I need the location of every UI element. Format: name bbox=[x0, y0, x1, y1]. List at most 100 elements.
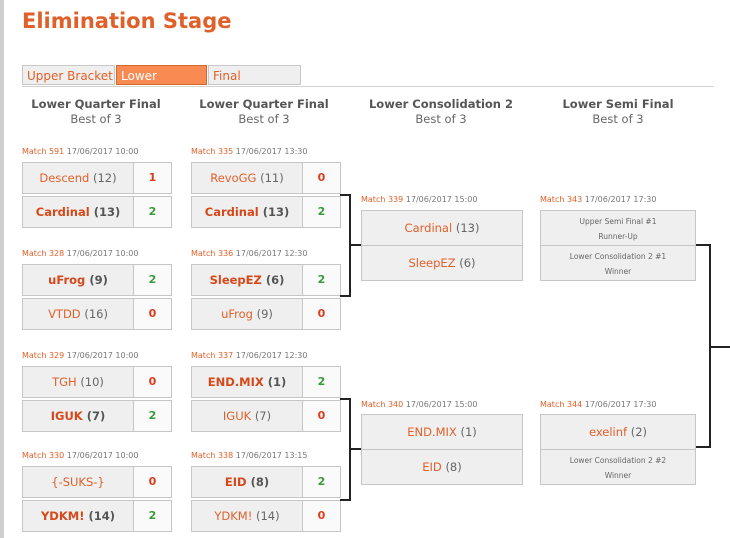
team-seed: (7) bbox=[86, 409, 106, 423]
match-team-row[interactable]: Cardinal (13) bbox=[361, 210, 523, 246]
match-team-row[interactable]: YDKM! (14)2 bbox=[22, 500, 172, 532]
match-id: Match 335 bbox=[191, 147, 234, 156]
team-name[interactable]: exelinf (2) bbox=[540, 414, 696, 450]
match-team-row[interactable]: {-SUKS-}0 bbox=[22, 466, 172, 498]
round-header: Lower Quarter Final Best of 3 bbox=[6, 97, 186, 127]
match-time: 17/06/2017 15:00 bbox=[405, 195, 478, 204]
match-team-row[interactable]: SleepEZ (6)2 bbox=[191, 264, 341, 296]
slot-position: Winner bbox=[604, 267, 632, 276]
team-name[interactable]: YDKM! (14) bbox=[22, 500, 134, 532]
round-name: Lower Semi Final bbox=[562, 97, 674, 111]
bracket-connector bbox=[340, 398, 350, 400]
team-name[interactable]: VTDD (16) bbox=[22, 298, 134, 330]
team-seed: (10) bbox=[80, 375, 104, 389]
team-name[interactable]: Cardinal (13) bbox=[22, 196, 134, 228]
team-seed: (7) bbox=[254, 409, 272, 423]
team-name[interactable]: TGH (10) bbox=[22, 366, 134, 398]
team-score: 2 bbox=[134, 500, 172, 532]
team-name[interactable]: SleepEZ (6) bbox=[191, 264, 303, 296]
team-label: uFrog bbox=[221, 307, 253, 321]
round-format: Best of 3 bbox=[592, 112, 644, 126]
match-id: Match 330 bbox=[22, 451, 65, 460]
team-name[interactable]: EID (8) bbox=[361, 449, 523, 485]
team-seed: (16) bbox=[84, 307, 108, 321]
team-score: 0 bbox=[303, 500, 341, 532]
team-seed: (14) bbox=[256, 509, 280, 523]
round-header: Lower Consolidation 2 Best of 3 bbox=[351, 97, 531, 127]
team-name[interactable]: EID (8) bbox=[191, 466, 303, 498]
match-team-row[interactable]: uFrog (9)0 bbox=[191, 298, 341, 330]
team-score: 0 bbox=[303, 400, 341, 432]
bracket-connector bbox=[696, 244, 710, 246]
tab-final[interactable]: Final bbox=[208, 65, 301, 85]
slot-source: Lower Consolidation 2 #1 bbox=[569, 252, 667, 261]
team-name[interactable]: Descend (12) bbox=[22, 162, 134, 194]
team-name[interactable]: RevoGG (11) bbox=[191, 162, 303, 194]
match-team-row[interactable]: IGUK (7)2 bbox=[22, 400, 172, 432]
team-label: SleepEZ bbox=[209, 273, 262, 287]
team-name[interactable]: Cardinal (13) bbox=[191, 196, 303, 228]
team-seed: (13) bbox=[262, 205, 290, 219]
team-name[interactable]: END.MIX (1) bbox=[191, 366, 303, 398]
match-time: 17/06/2017 12:30 bbox=[235, 249, 308, 258]
match-team-row[interactable]: SleepEZ (6) bbox=[361, 245, 523, 281]
placeholder-slot[interactable]: Lower Consolidation 2 #2 Winner bbox=[540, 449, 696, 485]
team-seed: (13) bbox=[93, 205, 121, 219]
match-team-row[interactable]: TGH (10)0 bbox=[22, 366, 172, 398]
team-name[interactable]: uFrog (9) bbox=[22, 264, 134, 296]
match-time: 17/06/2017 15:00 bbox=[405, 400, 478, 409]
team-name[interactable]: Cardinal (13) bbox=[361, 210, 523, 246]
match-team-row[interactable]: IGUK (7)0 bbox=[191, 400, 341, 432]
team-label: {-SUKS-} bbox=[51, 475, 105, 489]
match-team-row[interactable]: VTDD (16)0 bbox=[22, 298, 172, 330]
team-score: 0 bbox=[134, 298, 172, 330]
left-border bbox=[0, 0, 4, 538]
tab-upper-bracket[interactable]: Upper Bracket bbox=[22, 65, 115, 85]
placeholder-slot[interactable]: Lower Consolidation 2 #1 Winner bbox=[540, 245, 696, 281]
match-info: Match 328 17/06/2017 10:00 bbox=[22, 249, 212, 258]
round-format: Best of 3 bbox=[415, 112, 467, 126]
team-label: END.MIX bbox=[207, 375, 264, 389]
match-team-row[interactable]: Descend (12)1 bbox=[22, 162, 172, 194]
team-name[interactable]: IGUK (7) bbox=[191, 400, 303, 432]
match-team-row[interactable]: YDKM! (14)0 bbox=[191, 500, 341, 532]
match-team-row[interactable]: uFrog (9)2 bbox=[22, 264, 172, 296]
bracket-connector bbox=[340, 499, 350, 501]
match-id: Match 336 bbox=[191, 249, 234, 258]
team-label: exelinf bbox=[588, 425, 628, 439]
slot-source: Upper Semi Final #1 bbox=[579, 217, 657, 226]
match-id: Match 337 bbox=[191, 351, 234, 360]
team-label: Cardinal bbox=[204, 205, 259, 219]
team-name[interactable]: SleepEZ (6) bbox=[361, 245, 523, 281]
match-info: Match 336 17/06/2017 12:30 bbox=[191, 249, 381, 258]
match-team-row[interactable]: exelinf (2) bbox=[540, 414, 696, 450]
slot-position: Runner-Up bbox=[598, 232, 638, 241]
match-info: Match 330 17/06/2017 10:00 bbox=[22, 451, 212, 460]
team-label: END.MIX bbox=[407, 425, 457, 439]
tab-lower-bracket[interactable]: Lower Bracket bbox=[116, 65, 207, 103]
team-score: 1 bbox=[134, 162, 172, 194]
team-seed: (11) bbox=[260, 171, 284, 185]
team-name[interactable]: {-SUKS-} bbox=[22, 466, 134, 498]
match-team-row[interactable]: RevoGG (11)0 bbox=[191, 162, 341, 194]
match-team-row[interactable]: Cardinal (13)2 bbox=[22, 196, 172, 228]
match-time: 17/06/2017 10:00 bbox=[66, 147, 139, 156]
team-seed: (8) bbox=[250, 475, 270, 489]
team-name[interactable]: IGUK (7) bbox=[22, 400, 134, 432]
match-team-row[interactable]: EID (8) bbox=[361, 449, 523, 485]
team-seed: (12) bbox=[92, 171, 117, 185]
team-label: VTDD bbox=[48, 307, 81, 321]
team-label: SleepEZ bbox=[408, 256, 456, 270]
match-team-row[interactable]: END.MIX (1) bbox=[361, 414, 523, 450]
team-seed: (2) bbox=[630, 425, 648, 439]
match-team-row[interactable]: END.MIX (1)2 bbox=[191, 366, 341, 398]
team-name[interactable]: uFrog (9) bbox=[191, 298, 303, 330]
team-label: uFrog bbox=[48, 273, 86, 287]
placeholder-slot[interactable]: Upper Semi Final #1 Runner-Up bbox=[540, 210, 696, 246]
match-time: 17/06/2017 17:30 bbox=[584, 195, 657, 204]
team-name[interactable]: END.MIX (1) bbox=[361, 414, 523, 450]
team-label: TGH bbox=[52, 375, 77, 389]
team-name[interactable]: YDKM! (14) bbox=[191, 500, 303, 532]
match-team-row[interactable]: EID (8)2 bbox=[191, 466, 341, 498]
match-team-row[interactable]: Cardinal (13)2 bbox=[191, 196, 341, 228]
